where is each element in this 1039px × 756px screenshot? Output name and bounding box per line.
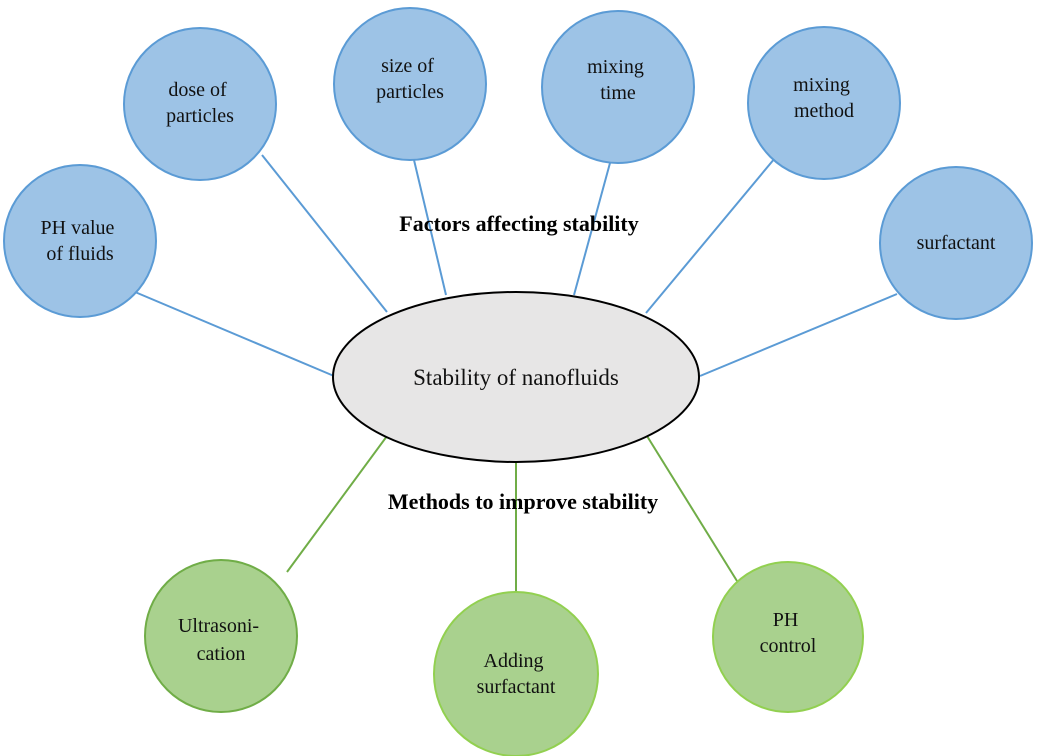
svg-text:surfactant: surfactant [917, 232, 996, 254]
factor-connectors [134, 154, 898, 377]
svg-text:PH value of fluids: PH value of fluids [41, 217, 120, 265]
factor-label-line: method [794, 100, 854, 122]
factor-node-mixing-method: mixing method [747, 26, 901, 180]
methods-heading: Methods to improve stability [388, 489, 658, 514]
factor-label-line: mixing [587, 56, 644, 78]
method-circle [712, 561, 864, 713]
svg-text:dose of particles: dose of particles [166, 79, 234, 127]
method-label-line: PH [773, 609, 799, 631]
factor-node-dose: dose of particles [123, 27, 277, 181]
factor-node-surfactant: surfactant [879, 166, 1033, 320]
center-label: Stability of nanofluids [413, 365, 619, 390]
method-label-line: control [760, 635, 817, 657]
factor-circle [747, 26, 901, 180]
factor-label-line: dose of [168, 79, 227, 101]
factors-heading: Factors affecting stability [399, 211, 639, 236]
center-ellipse [332, 291, 700, 463]
connector-dose [261, 154, 388, 313]
factor-node-ph-value: PH value of fluids [3, 164, 157, 318]
svg-text:size of particles: size of particles [376, 55, 444, 103]
factor-label-line: surfactant [917, 232, 996, 254]
connector-mixing-time [573, 162, 611, 296]
factor-node-mixing-time: mixing time [541, 10, 695, 164]
factor-circle [879, 166, 1033, 320]
connector-mixing-method [645, 157, 776, 314]
connector-ph-value [134, 291, 335, 377]
svg-text:Ultrasoni- cation: Ultrasoni- cation [178, 615, 264, 665]
factor-label-line: mixing [793, 74, 850, 96]
connector-size [413, 159, 447, 296]
method-connectors [286, 435, 738, 593]
svg-text:Adding surfactant: Adding surfactant [477, 650, 556, 698]
connector-ultrasonication [286, 435, 388, 573]
factor-label-line: of fluids [46, 243, 113, 265]
method-circle [433, 591, 599, 756]
factor-label-line: particles [376, 81, 444, 103]
method-label-line: surfactant [477, 676, 556, 698]
method-label-line: cation [197, 643, 246, 665]
factor-circle [3, 164, 157, 318]
method-node-ph-control: PH control [712, 561, 864, 713]
factor-circle [123, 27, 277, 181]
connector-surfactant [699, 293, 898, 377]
method-label-line: Adding [484, 650, 544, 672]
factor-label-line: time [600, 82, 636, 104]
connector-ph-control [646, 435, 738, 582]
factor-circle [333, 7, 487, 161]
factor-label-line: particles [166, 105, 234, 127]
factor-circle [541, 10, 695, 164]
factor-label-line: PH value [41, 217, 115, 239]
center-node: Stability of nanofluids [332, 291, 700, 463]
factor-node-size: size of particles [333, 7, 487, 161]
svg-text:mixing method: mixing method [793, 74, 855, 122]
method-circle [144, 559, 298, 713]
method-node-adding-surfactant: Adding surfactant [433, 591, 599, 756]
svg-text:PH control: PH control [760, 609, 817, 657]
method-label-line: Ultrasoni- [178, 615, 259, 637]
svg-text:mixing time: mixing time [587, 56, 649, 104]
method-node-ultrasonication: Ultrasoni- cation [144, 559, 298, 713]
factor-label-line: size of [381, 55, 434, 77]
